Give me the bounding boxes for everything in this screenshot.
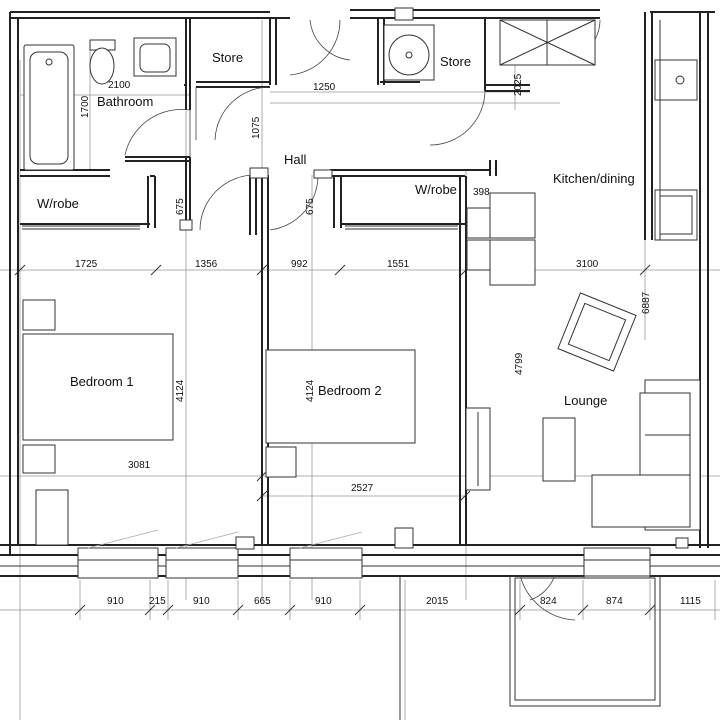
dim-label: 675 <box>175 198 186 215</box>
dim-label: 1551 <box>387 259 410 270</box>
dim-label: 992 <box>291 259 308 270</box>
door-swings <box>22 19 601 621</box>
dimension-labels: 2100 1700 1250 1075 2025 675 675 398 172… <box>75 73 701 607</box>
dim-label: 910 <box>107 596 124 607</box>
room-label-bathroom: Bathroom <box>97 94 153 109</box>
dim-label: 6887 <box>641 291 652 314</box>
dim-label: 1356 <box>195 259 218 270</box>
room-labels: Bathroom Store Store Hall Kitchen/dining… <box>37 50 635 408</box>
dim-label: 1725 <box>75 259 98 270</box>
windows <box>77 547 661 720</box>
dim-label: 2100 <box>108 80 131 91</box>
dim-label: 4124 <box>305 379 316 402</box>
dim-label: 910 <box>193 596 210 607</box>
room-label-wrobe-2: W/robe <box>415 182 457 197</box>
room-label-bedroom-2: Bedroom 2 <box>318 383 382 398</box>
room-label-lounge: Lounge <box>564 393 607 408</box>
room-label-wrobe-1: W/robe <box>37 196 79 211</box>
dim-label: 874 <box>606 596 623 607</box>
dimension-lines <box>0 20 720 720</box>
dim-label: 3081 <box>128 460 151 471</box>
room-label-hall: Hall <box>284 152 307 167</box>
dim-label: 2015 <box>426 596 449 607</box>
dim-label: 1250 <box>313 82 336 93</box>
dim-label: 4799 <box>514 352 525 375</box>
room-label-kitchen-dining: Kitchen/dining <box>553 171 635 186</box>
dim-label: 1700 <box>80 95 91 118</box>
room-label-store-1: Store <box>212 50 243 65</box>
dim-label: 910 <box>315 596 332 607</box>
dim-label: 4124 <box>175 379 186 402</box>
dim-label: 824 <box>540 596 557 607</box>
dim-label: 1075 <box>251 116 262 139</box>
dim-label: 398 <box>473 187 490 198</box>
room-label-store-2: Store <box>440 54 471 69</box>
dim-label: 675 <box>305 198 316 215</box>
dim-label: 2527 <box>351 483 374 494</box>
dim-label: 2025 <box>513 73 524 96</box>
dim-label: 665 <box>254 596 271 607</box>
dim-label: 1115 <box>680 596 701 607</box>
dim-label: 215 <box>149 596 166 607</box>
room-label-bedroom-1: Bedroom 1 <box>70 374 134 389</box>
dim-label: 3100 <box>576 259 599 270</box>
fixtures <box>22 7 701 550</box>
